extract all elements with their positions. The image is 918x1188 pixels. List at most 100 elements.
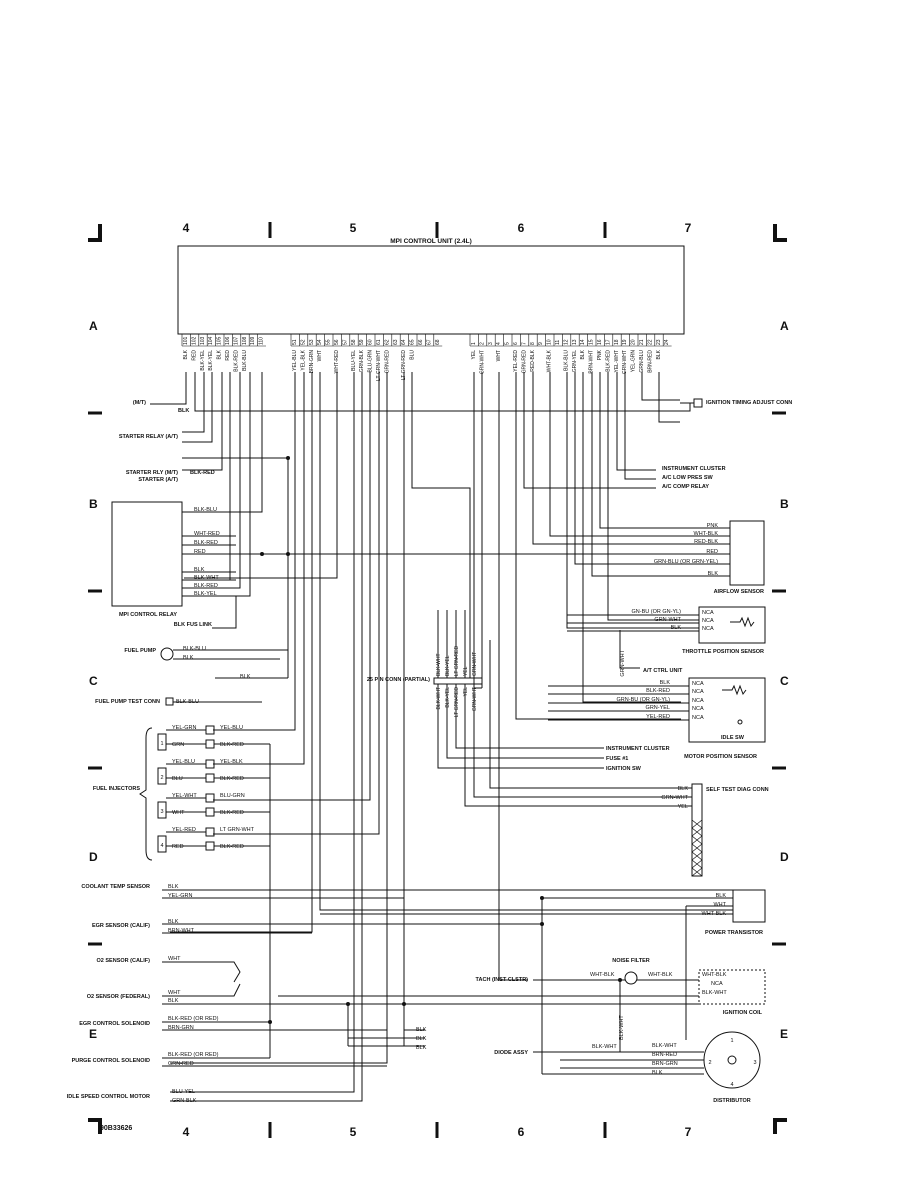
ecu-right-pin-wire: GRN-WHT	[479, 350, 485, 374]
row-label-left: C	[89, 674, 98, 688]
wire-ecu-right	[574, 372, 730, 565]
mt-label: (M/T)	[133, 400, 146, 406]
ecu-left-pin-number: 107	[233, 336, 239, 345]
ecu-right-pin-number: 16	[597, 339, 603, 345]
ecu-mid-pin-number: 56	[334, 339, 340, 345]
ecu-right-pin-wire: GRN-BLU	[639, 350, 645, 373]
col-label-bottom: 5	[350, 1125, 357, 1139]
ecu-title: MPI CONTROL UNIT (2.4L)	[390, 238, 472, 245]
injector-right-top: BLU-GRN	[220, 793, 245, 799]
ignition-coil-title: IGNITION COIL	[723, 1010, 763, 1016]
wire-ecu-right	[599, 372, 730, 529]
dist-wire-2: BRN-RED	[652, 1052, 677, 1058]
ecu-right-pin-number: 23	[656, 339, 662, 345]
ecu-left-pin-wire: BLK-BLU	[242, 350, 248, 371]
diag-bottom-wire: BLK-WHT	[436, 687, 442, 710]
relay-wire-label: BLK-RED	[194, 583, 218, 589]
ground-blk-3: BLK	[416, 1045, 427, 1051]
ecu-left-pin-number: 101	[183, 336, 189, 345]
distributor-body	[703, 1031, 761, 1089]
pt-wire-2: WHT	[713, 902, 726, 908]
diag-top-wire: BLK-YEL	[445, 655, 451, 676]
pt-wire-1: BLK	[716, 893, 727, 899]
ecu-mid-pin-wire: BLU-GRN	[368, 350, 374, 373]
ecu-right-pin-number: 19	[622, 339, 628, 345]
blk-fus-link-label: BLK FUS LINK	[174, 622, 212, 628]
figure-id: 90B33626	[100, 1125, 132, 1132]
tach-noise-filter: TACH (INST CLSTR) NOISE FILTER WHT-BLK W…	[476, 958, 673, 985]
purge-label: PURGE CONTROL SOLENOID	[72, 1058, 150, 1064]
diode-label: DIODE ASSY	[494, 1050, 528, 1056]
tps-wire: GN-BU (OR GN-YL)	[632, 609, 682, 615]
mps-nca: NCA	[692, 706, 704, 712]
ecu-mid-pin-number: 57	[342, 339, 348, 345]
ecu-right-pin-wire: BRN-RED	[647, 350, 653, 373]
ref-instrument-cluster: INSTRUMENT CLUSTER	[662, 466, 726, 472]
injector-number: 3	[160, 809, 163, 815]
injector-conn	[205, 841, 215, 851]
ecu-right-pin-wire: BLK-BLU	[563, 350, 569, 371]
row-label-right: D	[780, 850, 789, 864]
ecu-right-pin-wire: PNK	[597, 349, 603, 360]
ecu-left-pin-number: 105	[217, 336, 223, 345]
ref-ac-low-pres-sw: A/C LOW PRES SW	[662, 475, 714, 481]
ecu-right-pin-wire: GRN-WHT	[622, 350, 628, 374]
wire-ecu-mid	[319, 372, 733, 911]
fuel-pump-wire-2: BLK	[183, 655, 194, 661]
wire-ecu-right	[532, 372, 730, 545]
injector-body	[157, 733, 167, 751]
power-transistor: POWER TRANSISTOR BLK WHT WHT-BLK	[702, 889, 766, 936]
ecu-mid-pin-wire: GRN-RED	[384, 350, 390, 374]
injector-right-top: YEL-BLU	[220, 725, 243, 731]
ecu-mid-pin-number: 53	[309, 339, 315, 345]
col-label-bottom: 4	[183, 1125, 190, 1139]
splice-dot	[268, 1020, 272, 1024]
diag-conn-label: 25 PIN CONN (PARTIAL)	[367, 677, 430, 683]
splice-dot	[618, 978, 622, 982]
ecu-mid-pin-number: 62	[384, 339, 390, 345]
coil-wire-2: NCA	[711, 981, 723, 987]
injector-left-top: YEL-BLU	[172, 759, 195, 765]
fuel-pump-label: FUEL PUMP	[124, 648, 156, 654]
egr-sensor-wire-2: BRN-WHT	[168, 928, 195, 934]
wire-o2-calif	[162, 961, 241, 983]
relay-wire-label: BLK	[194, 567, 205, 573]
ecu-mid-pin-wire: GRN-BLK	[359, 349, 365, 372]
distributor: DISTRIBUTOR 1 2 3 4 BLK-WHT BRN-RED BRN-…	[652, 1031, 761, 1104]
mpi-relay-title: MPI CONTROL RELAY	[119, 612, 177, 618]
ecu-left-pin-number: 104	[208, 336, 214, 345]
mps-wire: YEL-RED	[646, 714, 670, 720]
injector-number: 4	[160, 843, 163, 849]
diag-top-wire: BLK-WHT	[436, 654, 442, 677]
self-test-diag-connector: SELF TEST DIAG CONN BLK GRN-WHT YEL	[661, 783, 769, 877]
ecu-mid-pin-wire: YEL-BLU	[292, 350, 298, 371]
wire-ac-ctrl	[619, 630, 640, 669]
injector-left-bot: RED	[172, 844, 184, 850]
ecu-mid-pin-number: 68	[435, 339, 441, 345]
coolant-wire-2: YEL-GRN	[168, 893, 192, 899]
diag-top-wire: LT GRN-RED	[454, 646, 460, 676]
ecu-mid-pin-number: 55	[326, 339, 332, 345]
egr-solenoid-wire-2: BRN-GRN	[168, 1025, 194, 1031]
diag-hatch	[691, 867, 703, 877]
right-reference-labels: INSTRUMENT CLUSTER A/C LOW PRES SW A/C C…	[662, 466, 726, 490]
ref-ignition-sw: IGNITION SW	[606, 766, 642, 772]
injector-right-bot: BLK-RED	[220, 776, 244, 782]
injector-left-top: YEL-GRN	[172, 725, 196, 731]
ecu-right-pin-number: 3	[488, 342, 494, 345]
col-label-top: 4	[183, 221, 190, 235]
fuel-injectors: FUEL INJECTORS 1YEL-GRNGRNYEL-BLUBLK-RED…	[93, 725, 255, 861]
relay-wire-label: RED	[194, 549, 206, 555]
ecu-right-pin-number: 10	[547, 339, 553, 345]
airflow-wire: RED-BLK	[694, 539, 718, 545]
ecu-right-pin-number: 11	[555, 340, 561, 345]
egr-sensor-label: EGR SENSOR (CALIF)	[92, 923, 150, 929]
self-test-title: SELF TEST DIAG CONN	[706, 787, 769, 793]
ecu-mid-pin-wire: WHT-RED	[334, 350, 340, 374]
ecu-right-pin-wire: YEL	[471, 350, 477, 360]
wire-relay	[184, 372, 231, 581]
wire-ecu-right	[549, 372, 730, 537]
